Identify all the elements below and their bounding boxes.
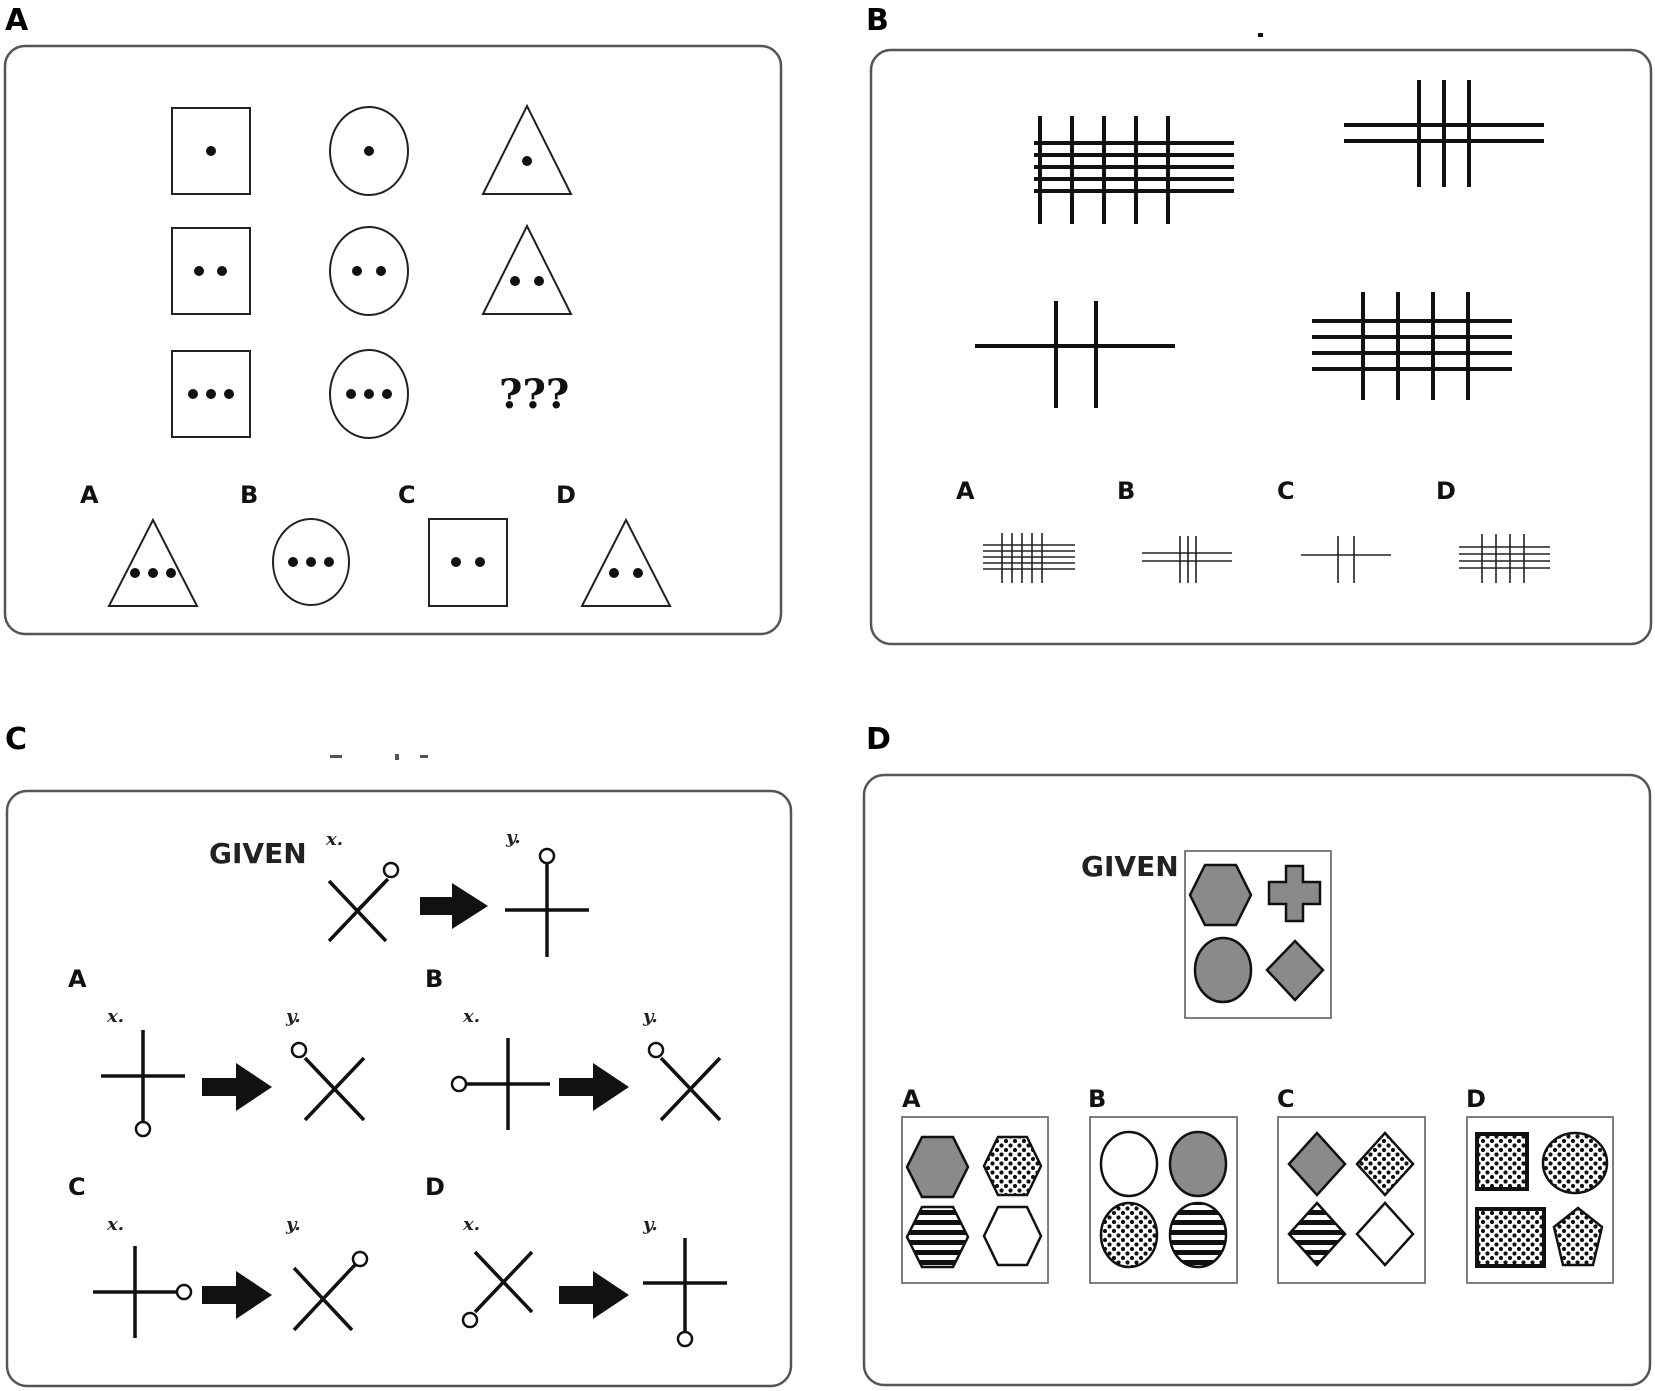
grid-figure-2x1 bbox=[975, 301, 1175, 408]
option-a-grid-5x5[interactable] bbox=[983, 533, 1075, 583]
option-a-triangle-three-dots[interactable] bbox=[107, 517, 199, 607]
matrix-cell-triangle-2 bbox=[481, 223, 573, 315]
arrow-right-icon bbox=[559, 1271, 629, 1319]
stray-mark bbox=[1258, 33, 1263, 37]
x-label: x. bbox=[106, 1006, 124, 1027]
y-label: y. bbox=[642, 1006, 658, 1027]
option-b-circle-three-dots[interactable] bbox=[272, 518, 350, 606]
grid-figure-3x2 bbox=[1344, 80, 1544, 187]
option-a-hexagon-set[interactable] bbox=[901, 1116, 1049, 1284]
x-label: x. bbox=[462, 1006, 480, 1027]
given-label: GIVEN bbox=[1081, 850, 1179, 883]
panel-b-frame bbox=[869, 48, 1653, 646]
option-label-c: C bbox=[1277, 1085, 1295, 1113]
option-label-c: C bbox=[68, 1173, 86, 1201]
given-label: GIVEN bbox=[209, 837, 307, 870]
x-label: x. bbox=[462, 1214, 480, 1235]
option-c-grid-2x1[interactable] bbox=[1301, 536, 1391, 583]
pin-icon bbox=[175, 1283, 193, 1301]
option-label-d: D bbox=[425, 1173, 445, 1201]
option-label-d: D bbox=[1466, 1085, 1486, 1113]
arrow-right-icon bbox=[420, 883, 488, 929]
panel-b: B A B C bbox=[866, 3, 1653, 646]
panel-d-label: D bbox=[866, 722, 891, 757]
pin-icon bbox=[676, 1330, 694, 1348]
option-a-transformation[interactable]: x. y. bbox=[101, 1006, 366, 1138]
panel-d: D GIVEN A B C D bbox=[862, 722, 1652, 1387]
grid-figure-5x5 bbox=[1034, 116, 1234, 224]
given-y-figure bbox=[505, 847, 589, 957]
panel-c-label: C bbox=[5, 722, 27, 757]
pin-icon bbox=[538, 847, 556, 865]
option-d-triangle-two-dots[interactable] bbox=[580, 517, 672, 607]
option-label-b: B bbox=[1088, 1085, 1106, 1113]
pin-icon bbox=[382, 861, 400, 879]
option-d-dotted-shape-set[interactable] bbox=[1466, 1116, 1614, 1284]
option-d-grid-4x4[interactable] bbox=[1459, 534, 1550, 583]
pin-icon bbox=[290, 1041, 308, 1059]
arrow-right-icon bbox=[559, 1063, 629, 1111]
panel-a: A bbox=[3, 3, 783, 636]
option-d-transformation[interactable]: x. y. bbox=[461, 1214, 727, 1348]
option-label-b: B bbox=[240, 481, 258, 509]
y-label: y. bbox=[642, 1214, 658, 1235]
option-label-d: D bbox=[1436, 477, 1456, 505]
y-label: y. bbox=[285, 1006, 301, 1027]
pin-icon bbox=[461, 1311, 479, 1329]
option-label-c: C bbox=[398, 481, 416, 509]
option-b-grid-3x2[interactable] bbox=[1142, 536, 1232, 583]
panel-b-label: B bbox=[866, 3, 889, 38]
option-label-c: C bbox=[1277, 477, 1295, 505]
option-c-diamond-set[interactable] bbox=[1277, 1116, 1426, 1284]
matrix-cell-square-1 bbox=[171, 107, 251, 195]
option-label-b: B bbox=[425, 965, 443, 993]
option-b-circle-set[interactable] bbox=[1089, 1116, 1238, 1284]
arrow-right-icon bbox=[202, 1271, 272, 1319]
panel-a-frame bbox=[3, 44, 783, 636]
missing-cell-question-mark: ??? bbox=[499, 371, 569, 418]
option-c-transformation[interactable]: x. y. bbox=[93, 1214, 369, 1338]
pin-icon bbox=[351, 1250, 369, 1268]
pin-icon bbox=[134, 1120, 152, 1138]
x-label: x. bbox=[106, 1214, 124, 1235]
x-label: x. bbox=[325, 829, 343, 850]
option-label-a: A bbox=[68, 965, 87, 993]
panel-c: C GIVEN x. y. A x. y. bbox=[5, 722, 793, 1388]
given-x-figure bbox=[327, 861, 400, 943]
option-label-b: B bbox=[1117, 477, 1135, 505]
panel-a-label: A bbox=[5, 3, 29, 38]
option-label-a: A bbox=[956, 477, 975, 505]
matrix-cell-triangle-1 bbox=[481, 103, 573, 195]
pin-icon bbox=[647, 1041, 665, 1059]
option-c-square-two-dots[interactable] bbox=[428, 518, 508, 607]
matrix-cell-square-2 bbox=[171, 227, 251, 315]
arrow-right-icon bbox=[202, 1063, 272, 1111]
option-label-d: D bbox=[556, 481, 576, 509]
option-label-a: A bbox=[80, 481, 99, 509]
option-b-transformation[interactable]: x. y. bbox=[450, 1006, 722, 1130]
given-shape-set bbox=[1184, 850, 1332, 1019]
stray-marks bbox=[330, 754, 428, 760]
matrix-cell-circle-1 bbox=[329, 106, 409, 196]
matrix-cell-circle-3 bbox=[329, 349, 409, 439]
y-label: y. bbox=[285, 1214, 301, 1235]
panel-c-frame bbox=[5, 789, 793, 1388]
matrix-cell-circle-2 bbox=[329, 226, 409, 316]
pin-icon bbox=[450, 1075, 468, 1093]
matrix-cell-square-3 bbox=[171, 350, 251, 438]
option-label-a: A bbox=[902, 1085, 921, 1113]
grid-figure-4x4 bbox=[1312, 292, 1512, 400]
panel-d-frame bbox=[862, 773, 1652, 1387]
y-label: y. bbox=[505, 827, 521, 848]
